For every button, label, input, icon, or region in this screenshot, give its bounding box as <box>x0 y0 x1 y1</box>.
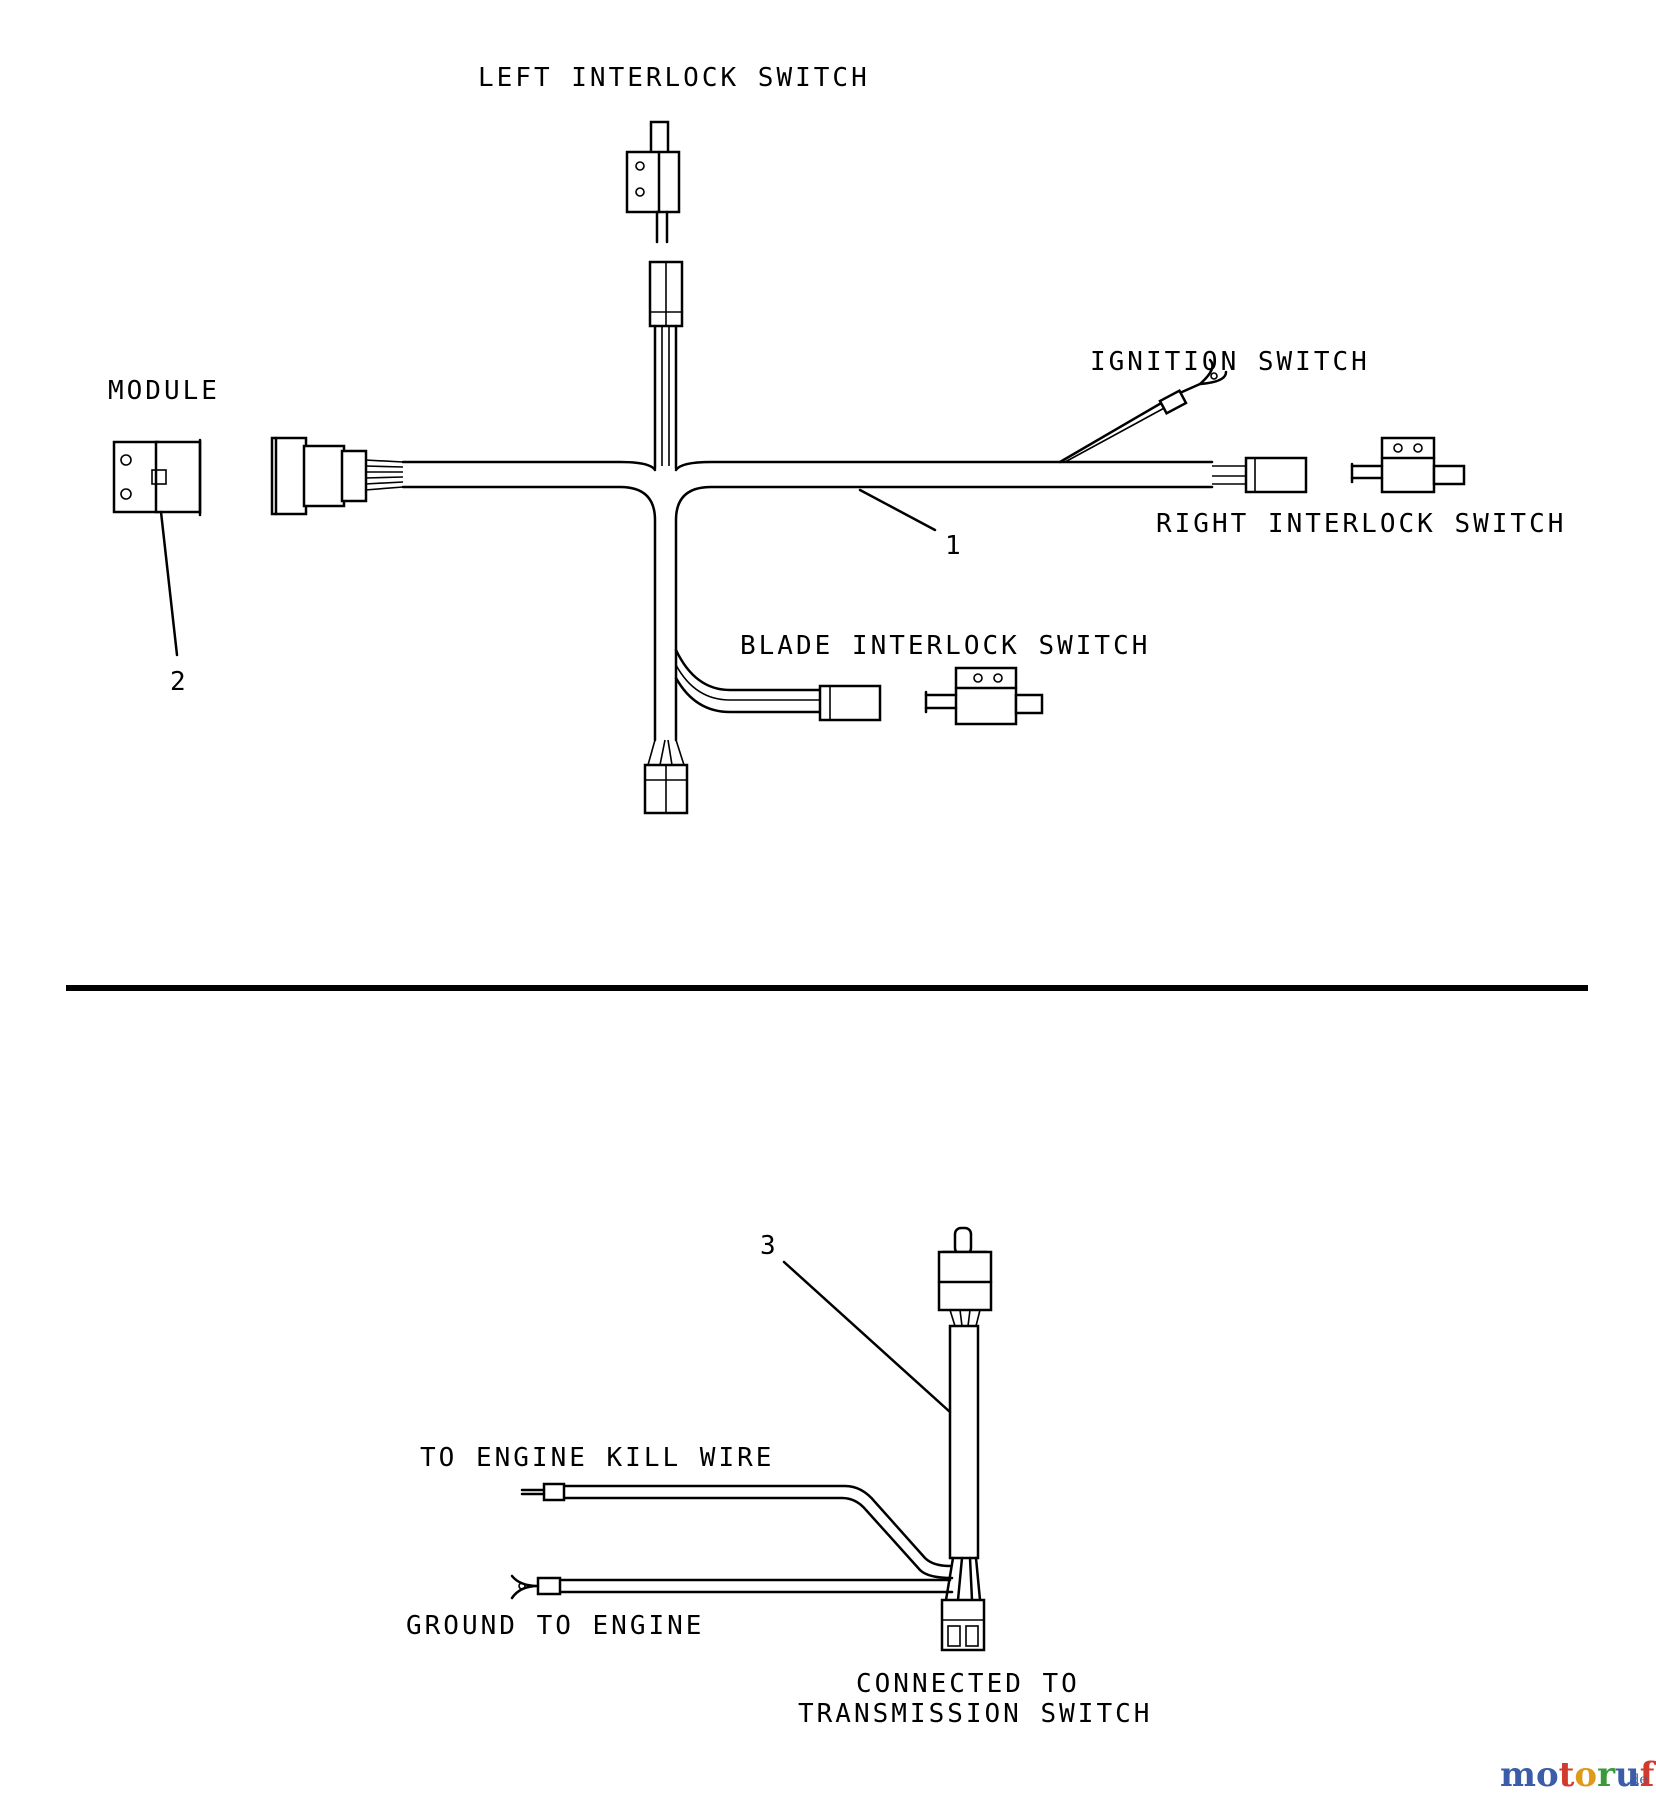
transmission-bottom-plug <box>940 1598 986 1652</box>
left-interlock-switch <box>625 120 681 244</box>
ground-terminal <box>510 1574 562 1600</box>
right-interlock-label: RIGHT INTERLOCK SWITCH <box>1156 509 1566 539</box>
ground-label: GROUND TO ENGINE <box>406 1611 704 1641</box>
transmission-top-plug <box>937 1226 993 1327</box>
motoruf-logo: motoruf .de <box>1500 1755 1656 1795</box>
callout-1: 1 <box>945 531 961 561</box>
callout-3: 3 <box>760 1231 776 1261</box>
blade-interlock-label: BLADE INTERLOCK SWITCH <box>740 631 1150 661</box>
connected-label-line1: CONNECTED TO <box>856 1669 1080 1699</box>
logo-letter: o <box>1536 1755 1559 1795</box>
trunk-bottom-connector <box>643 739 689 815</box>
callout-2: 2 <box>170 667 186 697</box>
callout-leader-1 <box>858 488 937 532</box>
logo-letter: m <box>1500 1755 1536 1795</box>
right-interlock-connector <box>1244 456 1308 494</box>
callout-leader-3 <box>782 1260 952 1414</box>
main-harness-trunk <box>364 400 1246 742</box>
main-harness-assembly <box>112 120 1466 815</box>
ignition-label: IGNITION SWITCH <box>1090 347 1370 377</box>
engine-kill-label: TO ENGINE KILL WIRE <box>420 1443 774 1473</box>
connected-label-line2: TRANSMISSION SWITCH <box>798 1699 1152 1729</box>
logo-letter: t <box>1559 1755 1575 1795</box>
module-harness-connector <box>270 436 368 516</box>
module <box>112 438 202 657</box>
logo-letter: f <box>1640 1755 1656 1795</box>
blade-interlock-switch <box>924 666 1044 726</box>
transmission-harness-assembly <box>510 1226 993 1652</box>
right-interlock-switch <box>1350 436 1466 494</box>
svg-text:motoruf: motoruf <box>1500 1755 1656 1795</box>
logo-letter: r <box>1597 1755 1616 1795</box>
engine-kill-terminal <box>520 1482 566 1502</box>
svg-text:.de: .de <box>1626 1772 1648 1788</box>
module-label: MODULE <box>108 376 220 406</box>
ignition-terminal <box>1158 358 1228 416</box>
logo-letter: u <box>1615 1755 1640 1795</box>
blade-interlock-branch <box>674 648 882 722</box>
logo-letter: o <box>1574 1755 1597 1795</box>
transmission-sleeve <box>948 1324 980 1560</box>
left-interlock-connector <box>648 260 684 470</box>
left-interlock-label: LEFT INTERLOCK SWITCH <box>478 63 870 93</box>
